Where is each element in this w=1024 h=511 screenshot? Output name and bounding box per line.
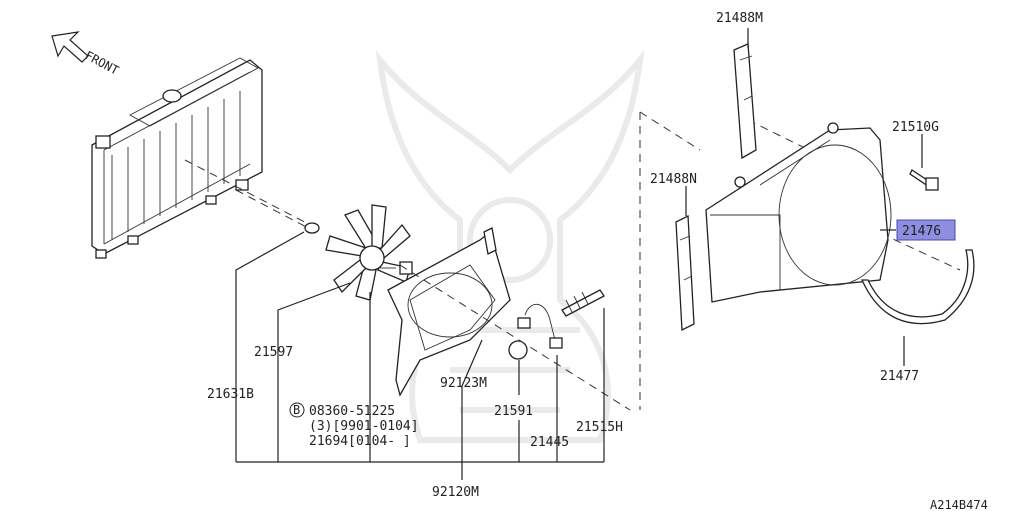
connector-parts xyxy=(508,289,605,360)
radiator-shroud xyxy=(705,122,892,303)
seal-strip-upper xyxy=(733,43,757,160)
label-21510G[interactable]: 21510G xyxy=(892,120,939,135)
label-92123M[interactable]: 92123M xyxy=(440,376,487,391)
seal-strip-lower xyxy=(675,214,695,332)
radiator xyxy=(91,57,263,259)
highlight-21476 xyxy=(896,219,956,241)
label-21597[interactable]: 21597 xyxy=(254,345,293,360)
nut-part xyxy=(304,222,320,234)
leader-lines xyxy=(235,28,923,480)
label-21445[interactable]: 21445 xyxy=(530,435,569,450)
shroud-bolt xyxy=(909,169,939,191)
diagram-reference-code: A214B474 xyxy=(930,498,988,511)
label-21631B[interactable]: 21631B xyxy=(207,387,254,402)
label-21488M[interactable]: 21488M xyxy=(716,11,763,26)
label-08360-51225[interactable]: 08360-51225 xyxy=(309,404,395,419)
front-label: FRONT xyxy=(83,48,121,77)
label-bolt-b: B xyxy=(293,403,300,417)
label-21476[interactable]: 21476 xyxy=(902,224,941,239)
front-direction-indicator: FRONT xyxy=(51,31,121,78)
watermark-logo xyxy=(375,49,645,443)
label-21591[interactable]: 21591 xyxy=(494,404,533,419)
front-arrow-icon xyxy=(51,31,89,63)
label-bolt-qty: (3)[9901-0104] xyxy=(309,419,419,434)
shroud-band xyxy=(860,249,975,325)
label-21515H[interactable]: 21515H xyxy=(576,420,623,435)
label-92120M[interactable]: 92120M xyxy=(432,485,479,500)
bolt-b-marker xyxy=(289,402,305,418)
label-21694[interactable]: 21694[0104- ] xyxy=(309,434,411,449)
label-21477[interactable]: 21477 xyxy=(880,369,919,384)
fan-blades xyxy=(325,204,411,301)
label-21488N[interactable]: 21488N xyxy=(650,172,697,187)
fan-motor-shroud xyxy=(380,227,511,397)
